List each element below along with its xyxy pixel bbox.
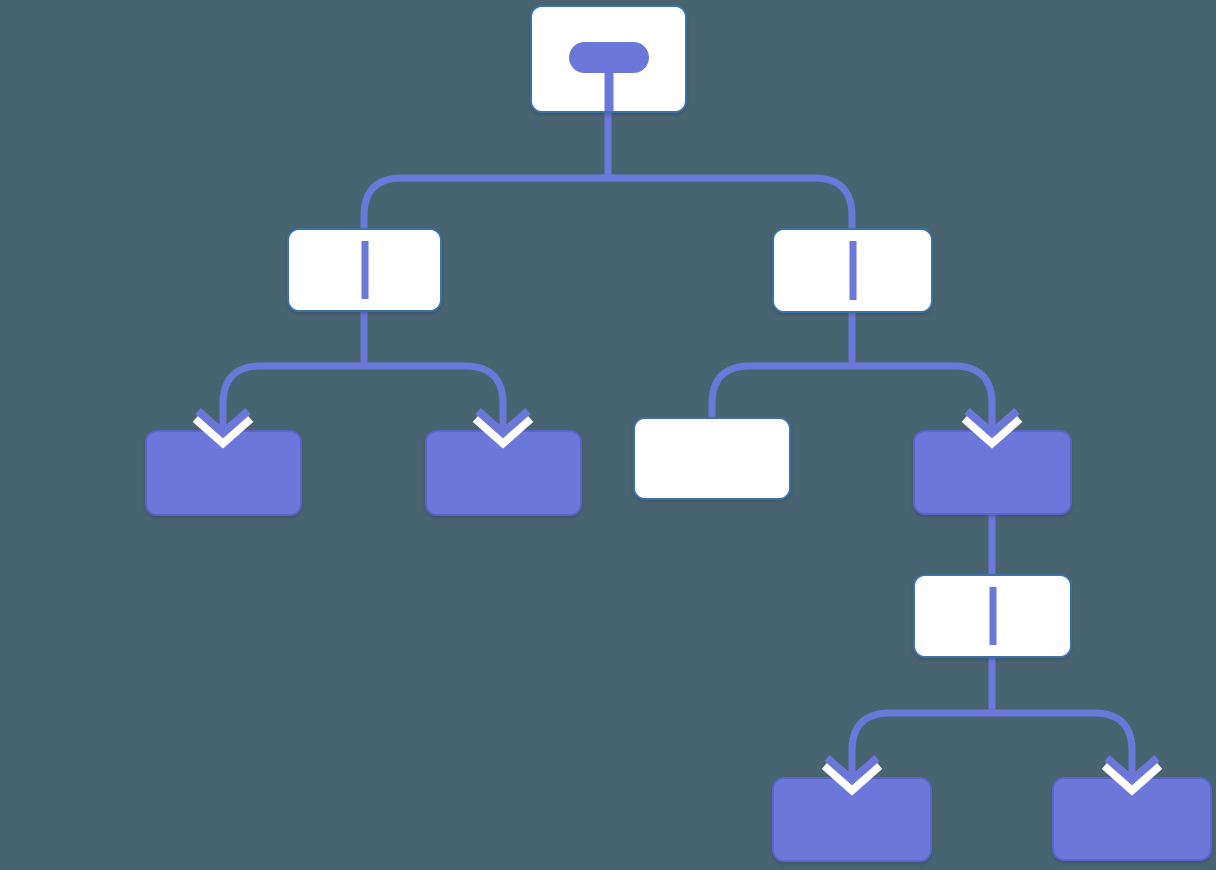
plain-child-node[interactable] — [633, 417, 791, 500]
pill-stem-icon — [604, 65, 613, 111]
leaf-c-node[interactable] — [772, 777, 932, 862]
branch-bottom-node[interactable] — [913, 574, 1072, 658]
edge-branchright-split — [708, 362, 996, 418]
leaf-a-node[interactable] — [145, 430, 302, 516]
root-node[interactable] — [530, 5, 687, 113]
edge-branchleft-split — [219, 362, 507, 418]
branch-right-node[interactable] — [772, 228, 933, 313]
edge-branchbottom-split — [848, 709, 1136, 765]
collapsed-mid-node[interactable] — [913, 430, 1072, 515]
divider-icon — [989, 587, 996, 645]
leaf-b-node[interactable] — [425, 430, 582, 516]
branch-left-node[interactable] — [287, 228, 442, 312]
divider-icon — [361, 241, 368, 299]
leaf-d-node[interactable] — [1052, 777, 1212, 861]
divider-icon — [849, 241, 856, 300]
edge-root-split — [360, 174, 856, 228]
